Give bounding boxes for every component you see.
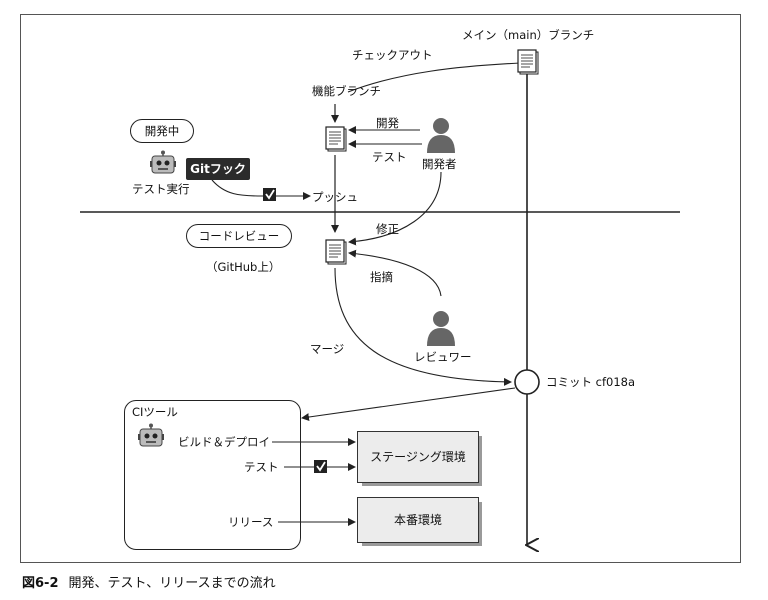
robot-icon-hook xyxy=(149,149,177,174)
point-out-arrow xyxy=(348,249,442,297)
push-label: プッシュ xyxy=(312,190,358,204)
fix-arrow xyxy=(348,171,442,246)
release-label: リリース xyxy=(228,515,274,529)
document-icon-main xyxy=(517,49,539,75)
run-tests-label: テスト実行 xyxy=(132,182,190,196)
feature-branch-label: 機能ブランチ xyxy=(312,84,381,98)
staging-box: ステージング環境 xyxy=(357,431,479,483)
checkbox-icon-ci xyxy=(314,460,327,473)
reviewer-label: レビュワー xyxy=(414,350,472,364)
point-out-label: 指摘 xyxy=(370,270,393,284)
checkout-arrow xyxy=(347,62,521,93)
document-icon-feature xyxy=(325,126,347,152)
person-icon-developer xyxy=(427,118,455,153)
dev-label: 開発 xyxy=(376,116,399,130)
merge-label: マージ xyxy=(310,342,345,356)
merge-arrow xyxy=(334,267,512,386)
test-label: テスト xyxy=(372,150,407,164)
checkbox-icon-push xyxy=(263,188,276,201)
checkout-label: チェックアウト xyxy=(352,48,433,62)
ci-trigger-arrow xyxy=(301,387,516,421)
person-icon-reviewer xyxy=(427,311,455,346)
developer-label: 開発者 xyxy=(422,157,457,171)
document-icon-review xyxy=(325,239,347,265)
figure-title: 開発、テスト、リリースまでの流れ xyxy=(68,576,276,591)
figure-frame xyxy=(20,14,741,563)
main-branch-label: メイン（main）ブランチ xyxy=(462,28,595,42)
hook-push-arrow xyxy=(211,179,311,200)
commit-label: コミット cf018a xyxy=(546,375,636,389)
commit-node xyxy=(514,369,540,395)
in-dev-pill: 開発中 xyxy=(130,119,194,143)
ci-tool-label: CIツール xyxy=(132,405,178,419)
production-box: 本番環境 xyxy=(357,497,479,543)
git-hook-label: Gitフック xyxy=(186,158,250,180)
ci-tool-box xyxy=(124,400,301,550)
ci-test-label: テスト xyxy=(244,460,279,474)
build-deploy-label: ビルド＆デプロイ xyxy=(178,435,270,449)
code-review-pill: コードレビュー xyxy=(186,224,292,248)
github-label: （GitHub上） xyxy=(206,260,281,274)
figure-number: 図6-2 xyxy=(22,576,59,591)
figure-caption: 図6-2 開発、テスト、リリースまでの流れ xyxy=(22,572,276,591)
fix-label: 修正 xyxy=(376,222,399,236)
